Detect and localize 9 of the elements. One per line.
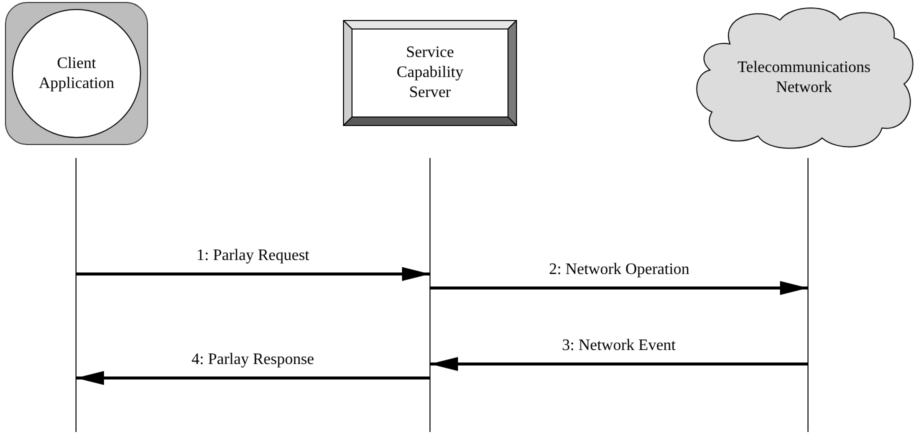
node-label: Service Capability Server	[396, 43, 464, 103]
message-arrow	[76, 267, 430, 281]
message-arrow	[76, 371, 430, 385]
message-arrow	[430, 281, 808, 295]
message-label: 1: Parlay Request	[194, 247, 312, 265]
message-label: 4: Parlay Response	[190, 351, 316, 369]
message-label: 2: Network Operation	[547, 261, 692, 279]
message-arrow	[430, 357, 808, 371]
node-label: Telecommunications Network	[736, 58, 872, 98]
